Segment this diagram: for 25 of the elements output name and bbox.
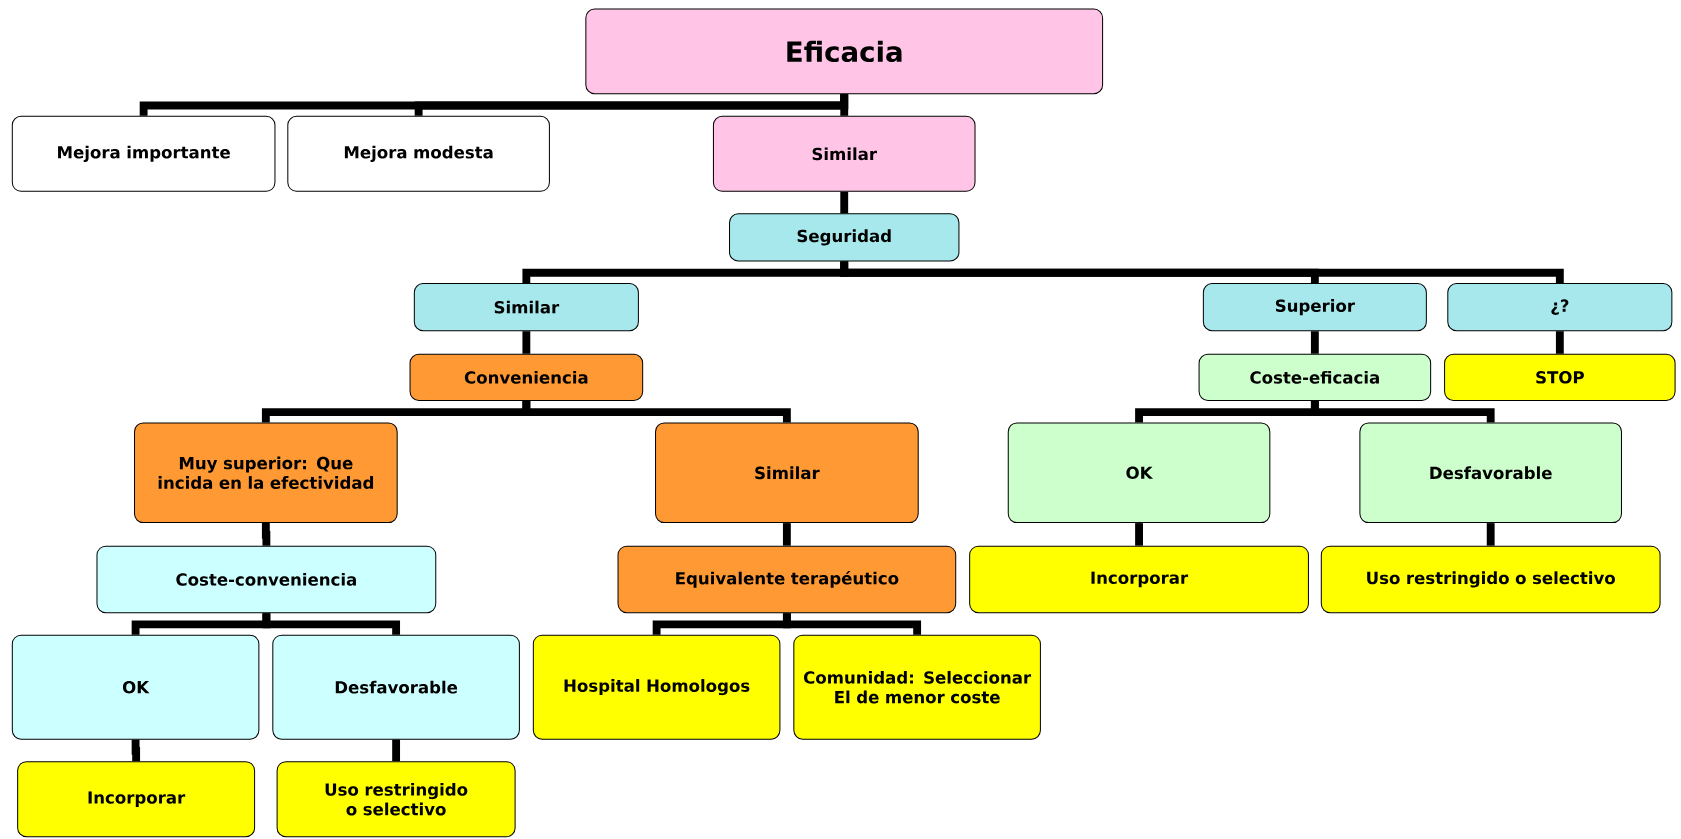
process-box: Conveniencia — [409, 353, 644, 401]
process-box: Muy superior: Que incida en la efectividad — [134, 422, 398, 523]
process-box: ¿? — [1447, 282, 1673, 331]
process-box: Incorporar — [17, 760, 256, 837]
process-box: Similar — [712, 115, 976, 192]
process-box: Eficacia — [585, 8, 1104, 95]
process-box: Incorporar — [969, 545, 1309, 613]
process-box: OK — [1007, 422, 1271, 523]
process-box: Mejora importante — [11, 115, 276, 192]
process-box: Similar — [655, 422, 919, 523]
process-box: STOP — [1444, 353, 1676, 401]
process-box: Mejora modesta — [287, 115, 550, 192]
process-box: Uso restringido o selectivo — [1320, 545, 1661, 613]
process-box: Coste-conveniencia — [96, 545, 437, 613]
process-box: Coste-eficacia — [1198, 353, 1432, 401]
process-box: Uso restringido o selectivo — [276, 760, 516, 837]
process-box: Hospital Homologos — [532, 634, 781, 740]
process-box: OK — [11, 634, 260, 740]
process-box: Desfavorable — [1359, 422, 1622, 523]
process-box: Desfavorable — [272, 634, 520, 740]
process-box: Similar — [413, 282, 639, 331]
process-box: Superior — [1202, 282, 1427, 331]
process-box: Comunidad: Seleccionar El de menor coste — [793, 634, 1041, 740]
process-box: Equivalente terapéutico — [617, 545, 957, 613]
process-box: Seguridad — [729, 213, 960, 262]
